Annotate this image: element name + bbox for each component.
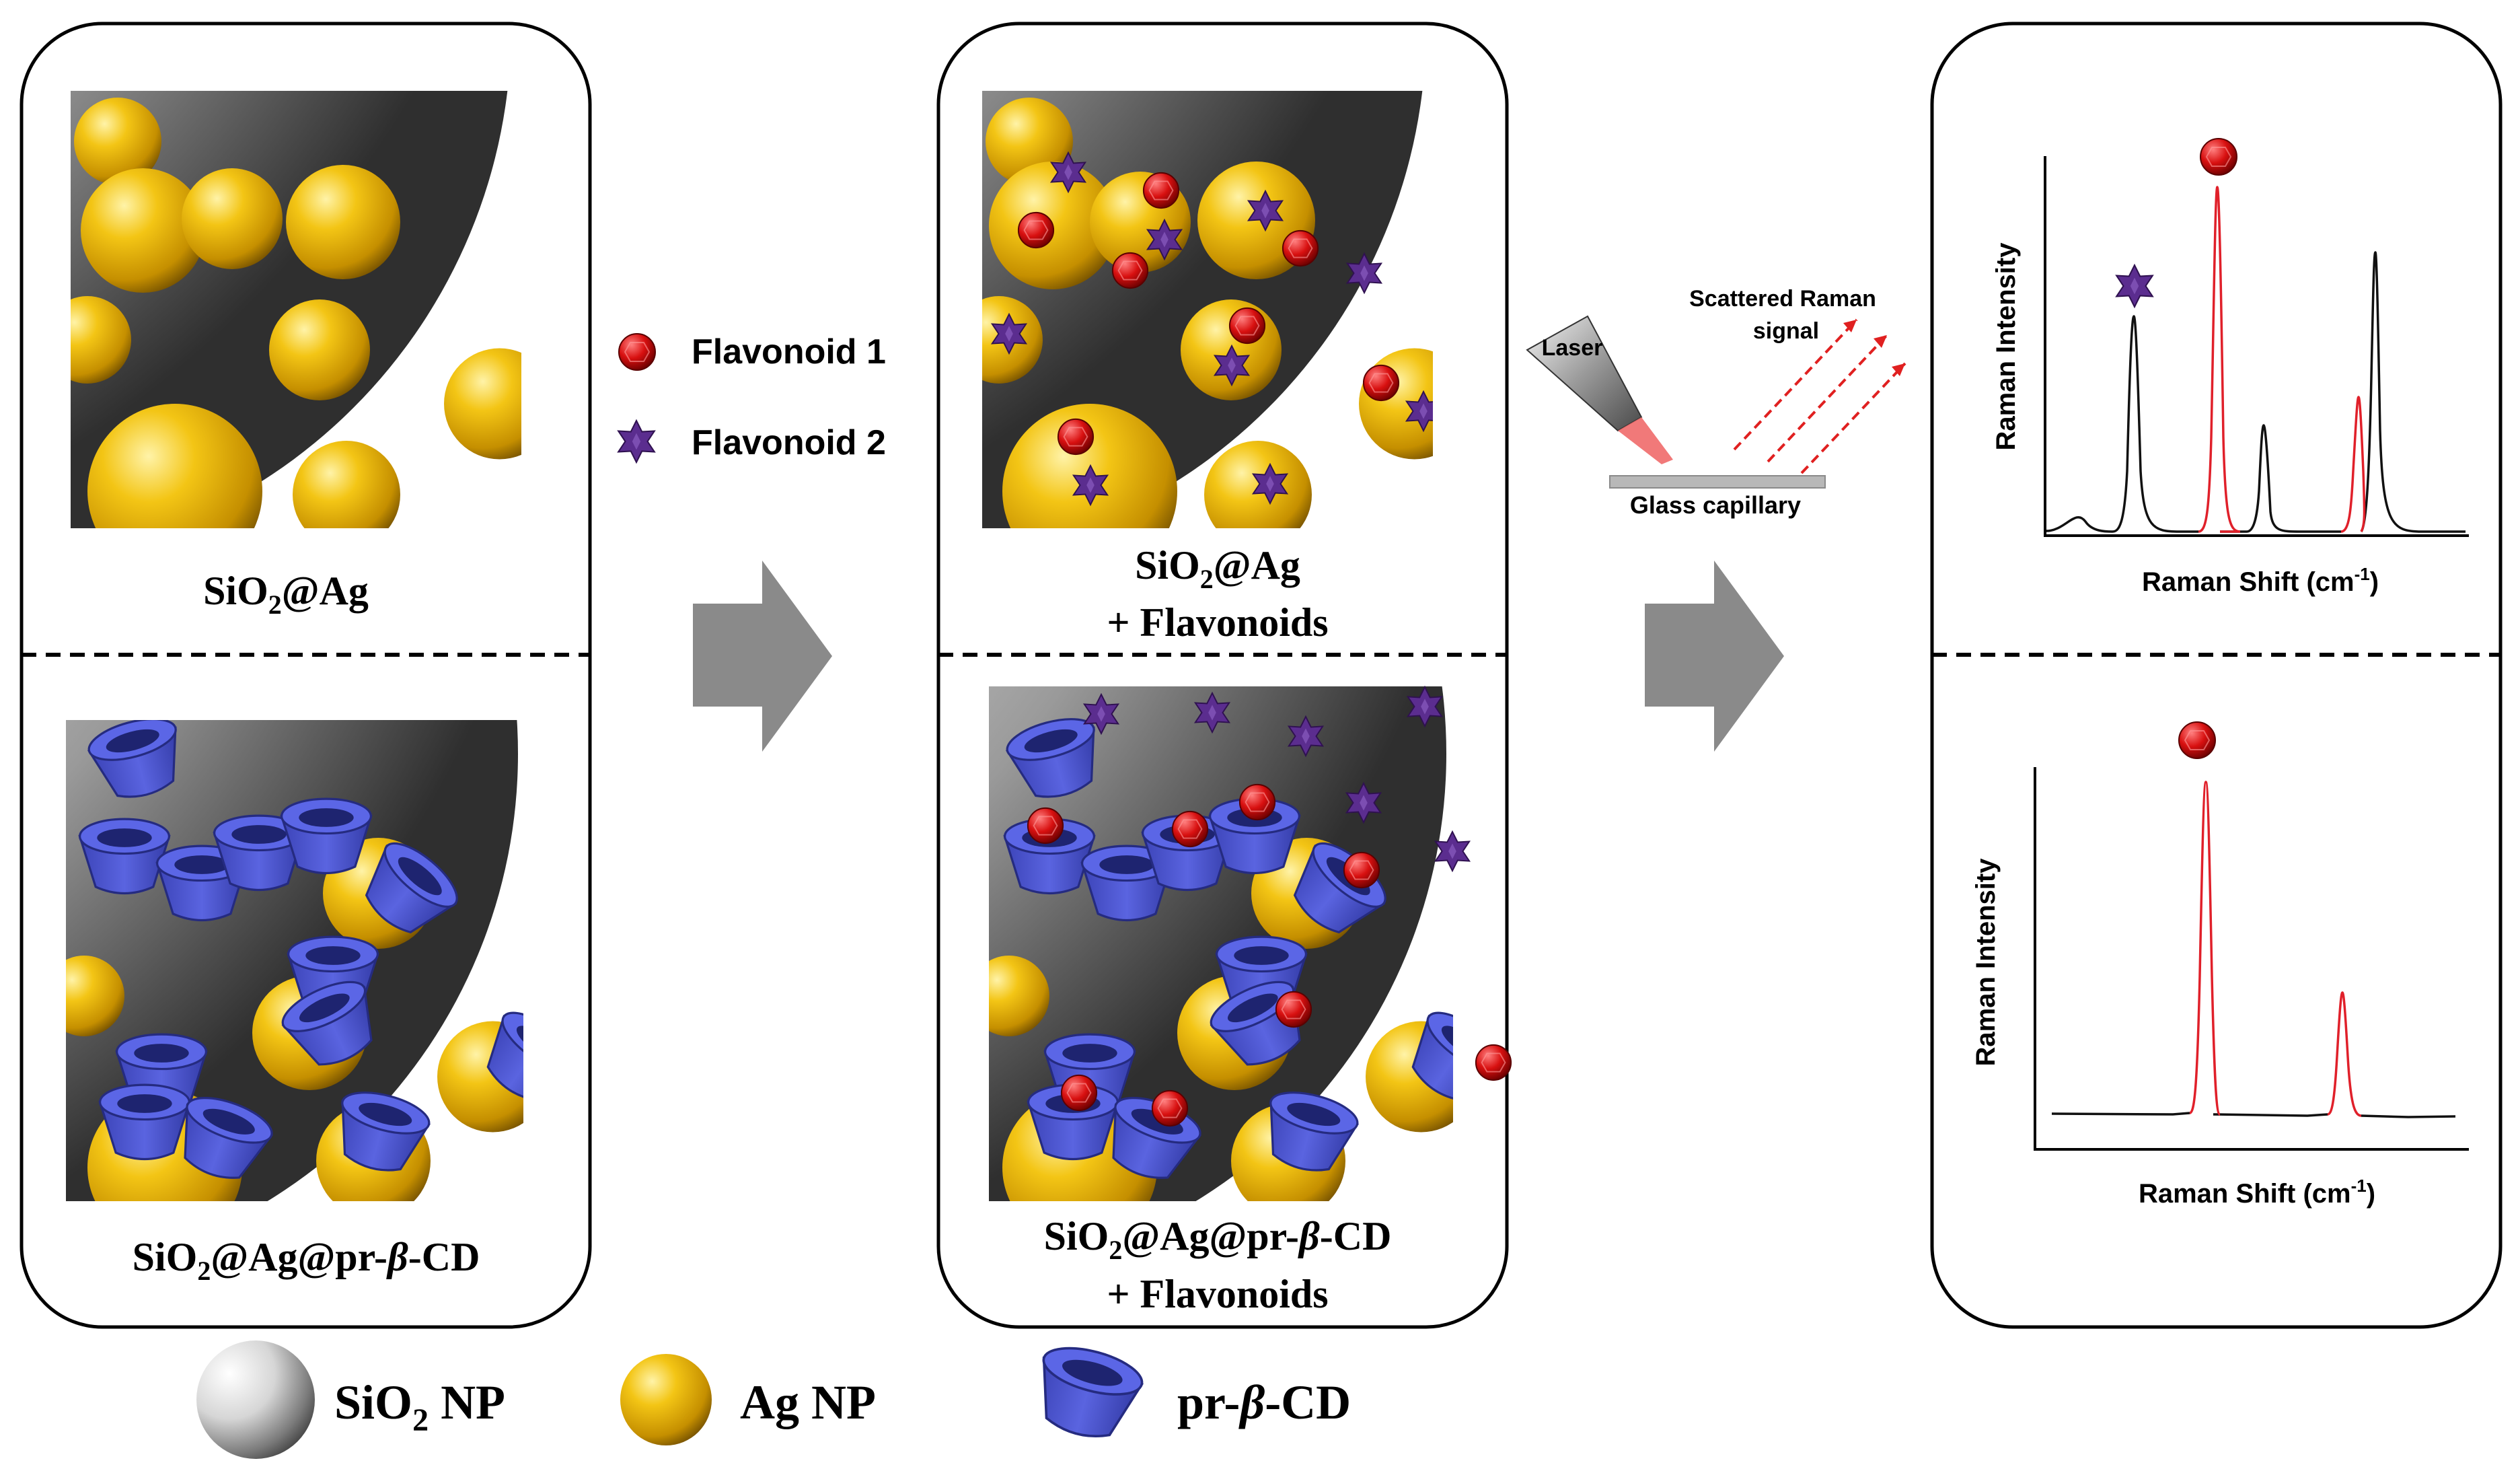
spectrum-bottom-flavonoid1-marker <box>2178 721 2216 759</box>
laser-icon <box>1526 315 1673 464</box>
middle-top-label: SiO2@Ag <box>1135 543 1300 594</box>
process-arrow-2 <box>1645 561 1784 752</box>
flavonoid1-label: Flavonoid 1 <box>692 332 886 371</box>
scattered-signal-arrows <box>1733 318 1906 474</box>
spectrum-top-trace-red <box>2198 186 2366 533</box>
spectrum-top-trace-black <box>2046 251 2466 533</box>
spectrum-top-flavonoid1-marker <box>2200 138 2237 176</box>
middle-top-label-line2: + Flavonoids <box>1107 600 1328 645</box>
ag-np-legend-label: Ag NP <box>740 1375 876 1429</box>
sio2-ag-cd-flavonoids-illustration <box>989 686 1453 1201</box>
flavonoid2-icon <box>618 420 655 463</box>
process-arrow-1 <box>693 561 832 752</box>
pr-beta-cd-legend-icon <box>1026 1338 1148 1448</box>
sio2-np-legend-label: SiO2 NP <box>334 1375 505 1438</box>
spectrum-bottom-ylabel: Raman Intensity <box>1971 858 2001 1067</box>
sio2-ag-flavonoids-illustration <box>982 91 1433 528</box>
glass-capillary-icon <box>1609 475 1826 489</box>
flavonoid2-label: Flavonoid 2 <box>692 423 886 462</box>
sio2-np-legend-icon <box>196 1340 315 1459</box>
spectrum-top-xlabel: Raman Shift (cm-1) <box>2142 564 2379 597</box>
spectrum-top-flavonoid2-marker <box>2116 264 2153 308</box>
spectrum-bottom-trace-red <box>2189 781 2362 1117</box>
spectrum-bottom-xlabel: Raman Shift (cm-1) <box>2139 1176 2375 1209</box>
laser-label: Laser <box>1542 335 1603 361</box>
glass-capillary-label: Glass capillary <box>1630 491 1801 519</box>
flavonoid1-icon <box>618 333 656 371</box>
spectrum-bottom-trace-black <box>2051 1112 2456 1118</box>
pr-beta-cd-legend-label: pr-β-CD <box>1177 1375 1351 1429</box>
right-panel-border <box>1930 22 2503 1329</box>
scattered-signal-label: signal <box>1753 318 1819 344</box>
left-panel-border <box>20 22 592 1329</box>
left-top-label: SiO2@Ag <box>203 569 369 620</box>
spectrum-bottom: Raman Intensity Raman Shift (cm-1) <box>1971 721 2469 1209</box>
scattered-raman-label: Scattered Raman <box>1689 286 1876 312</box>
spectrum-top-ylabel: Raman Intensity <box>1991 242 2021 451</box>
left-bottom-label: SiO2@Ag@pr-β-CD <box>133 1235 480 1286</box>
middle-bottom-label: SiO2@Ag@pr-β-CD <box>1044 1214 1392 1265</box>
ag-np-legend-icon <box>620 1354 712 1445</box>
middle-panel-border <box>936 22 1509 1329</box>
spectrum-top: Raman Intensity Raman Shift (cm-1) <box>1991 138 2469 597</box>
middle-bottom-label-line2: + Flavonoids <box>1107 1272 1328 1316</box>
sio2-ag-illustration <box>71 91 521 528</box>
sio2-ag-cd-illustration <box>66 720 523 1201</box>
